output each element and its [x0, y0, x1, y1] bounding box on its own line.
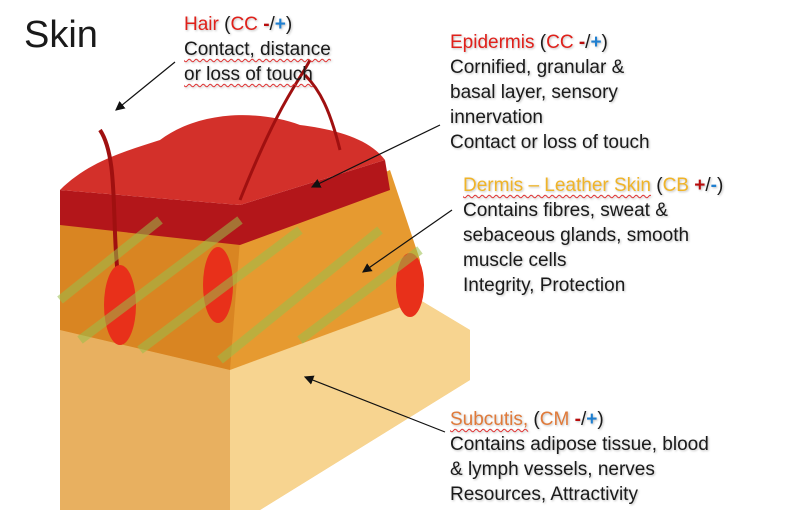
dermis-line: sebaceous glands, smooth [463, 225, 690, 246]
dermis-label: Dermis – Leather Skin (CB +/-) Contains … [463, 175, 724, 296]
epidermis-sep: / [585, 32, 591, 53]
epidermis-layer [60, 160, 390, 245]
epidermis-sign-2: + [590, 32, 602, 53]
dermis-line: Integrity, Protection [463, 275, 626, 296]
epidermis-line: basal layer, sensory [450, 82, 618, 103]
subcutis-sign-1: - [574, 409, 581, 430]
skin-surface [60, 115, 385, 205]
hair-code: CC [230, 14, 258, 35]
dermis-name: Dermis – Leather Skin [463, 175, 651, 196]
dermis-line: Contains fibres, sweat & [463, 200, 668, 221]
hair-line: Contact, distance [184, 39, 331, 60]
dermis-line: muscle cells [463, 250, 567, 271]
hair-sep: / [269, 14, 275, 35]
epidermis-code: CC [546, 32, 574, 53]
hair-line: or loss of touch [184, 64, 313, 85]
epidermis-line: Cornified, granular & [450, 57, 625, 78]
subcutis-code: CM [539, 409, 570, 430]
epidermis-label: Epidermis (CC -/+) Cornified, granular &… [450, 32, 650, 153]
dermis-sep: / [705, 175, 711, 196]
subcutis-line: & lymph vessels, nerves [450, 459, 655, 480]
hair-name: Hair [184, 14, 219, 35]
hair-sign-1: - [263, 14, 270, 35]
epidermis-name: Epidermis [450, 32, 535, 53]
dermis-arrow [362, 209, 453, 273]
subcutis-sep: / [580, 409, 587, 430]
dermis-sign-1: + [694, 175, 706, 196]
subcutis-sign-2: + [586, 409, 598, 430]
hair-arrow [115, 61, 176, 111]
epidermis-line: innervation [450, 107, 543, 128]
epidermis-sign-1: - [578, 32, 586, 53]
subcutis-front [60, 330, 230, 510]
dermis-sign-2: - [710, 175, 717, 196]
subcutis-label: Subcutis, (CM -/+) Contains adipose tiss… [450, 409, 709, 505]
subcutis-arrow [303, 375, 446, 433]
subcutis-line: Resources, Attractivity [450, 484, 638, 505]
hair-sign-2: + [274, 14, 286, 35]
subcutis-line: Contains adipose tissue, blood [450, 434, 709, 455]
page-title: Skin [24, 14, 98, 56]
hair-label: Hair (CC -/+) Contact, distance or loss … [184, 14, 331, 85]
dermis-code: CB [662, 175, 689, 196]
epidermis-line: Contact or loss of touch [450, 132, 650, 153]
subcutis-name: Subcutis, [450, 409, 529, 430]
epidermis-arrow [310, 124, 441, 188]
